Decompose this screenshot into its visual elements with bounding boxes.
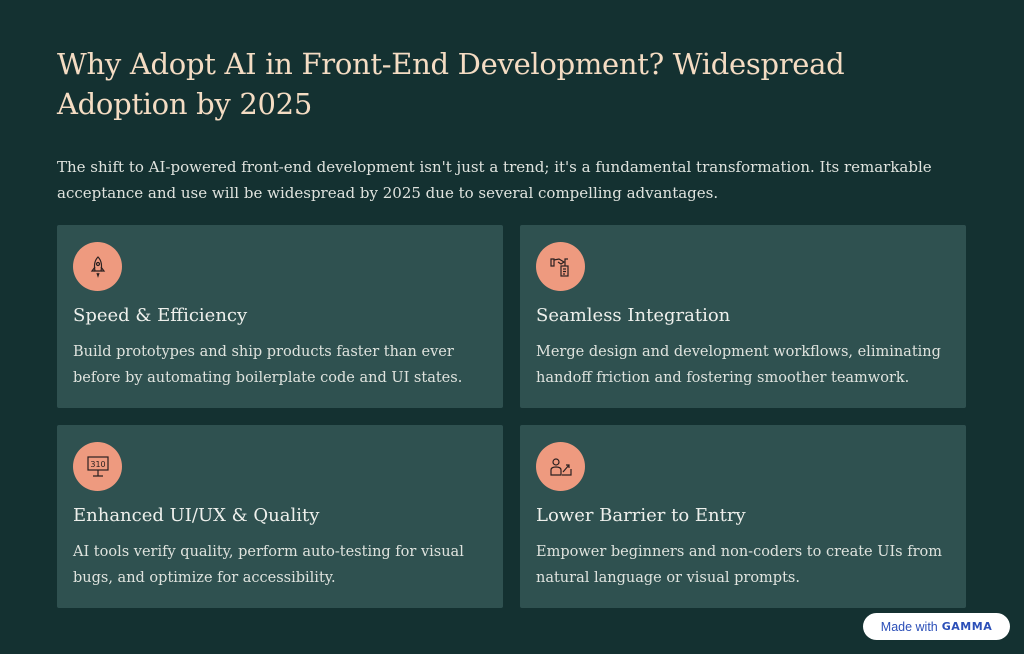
card-seamless-integration: Seamless Integration Merge design and de… xyxy=(520,225,966,408)
scoreboard-icon: 310 xyxy=(73,442,122,491)
page-title: Why Adopt AI in Front-End Development? W… xyxy=(57,47,845,121)
card-lower-barrier: Lower Barrier to Entry Empower beginners… xyxy=(520,425,966,608)
card-body: Empower beginners and non-coders to crea… xyxy=(536,544,943,586)
card-title: Enhanced UI/UX & Quality xyxy=(73,505,320,526)
rocket-icon xyxy=(73,242,122,291)
intro-text: The shift to AI-powered front-end develo… xyxy=(57,158,932,202)
card-enhanced-ui-ux: 310 Enhanced UI/UX & Quality AI tools ve… xyxy=(57,425,503,608)
card-title: Seamless Integration xyxy=(536,305,731,326)
card-speed-efficiency: Speed & Efficiency Build prototypes and … xyxy=(57,225,503,408)
card-body: AI tools verify quality, perform auto-te… xyxy=(73,544,464,586)
person-growth-icon xyxy=(536,442,585,491)
handshake-document-icon xyxy=(536,242,585,291)
card-title: Speed & Efficiency xyxy=(73,305,248,326)
scoreboard-text: 310 xyxy=(90,460,105,469)
badge-prefix: Made with xyxy=(880,619,938,634)
gamma-logo: GAMMA xyxy=(941,620,993,633)
made-with-gamma-badge[interactable]: Made with GAMMA xyxy=(863,613,1010,640)
card-title: Lower Barrier to Entry xyxy=(536,505,746,526)
card-body: Merge design and development workflows, … xyxy=(536,344,941,386)
card-body: Build prototypes and ship products faste… xyxy=(73,344,463,386)
